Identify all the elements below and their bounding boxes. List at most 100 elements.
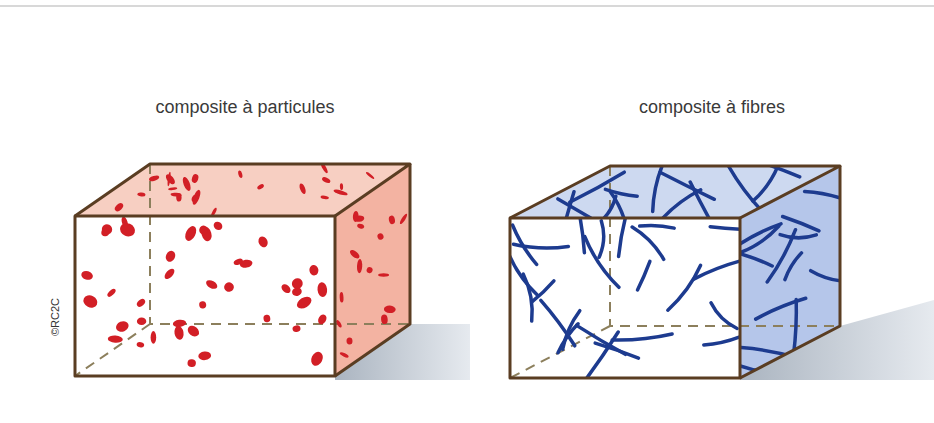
particle: [399, 213, 409, 225]
particle: [233, 257, 244, 266]
fibre: [563, 192, 574, 230]
particle: [137, 192, 146, 197]
fibre-group: [506, 199, 746, 381]
fibre: [597, 196, 616, 225]
particle: [357, 223, 365, 230]
fibre: [704, 337, 739, 345]
particle: [183, 224, 199, 242]
particle: [114, 319, 130, 333]
particle: [106, 287, 117, 298]
particle: [113, 202, 124, 213]
particle: [317, 282, 328, 298]
particle: [308, 264, 319, 276]
particle: [120, 216, 129, 229]
top-rule: [0, 5, 934, 7]
fibres: [506, 158, 860, 381]
fibre: [735, 226, 779, 254]
fibre: [576, 199, 584, 252]
particle: [280, 283, 293, 295]
particle: [168, 187, 177, 191]
fibre: [640, 225, 675, 228]
fibre: [513, 225, 537, 264]
fibre: [605, 189, 637, 196]
watermark: ©RC2C: [49, 298, 61, 336]
particle: [148, 174, 160, 182]
fibre: [612, 334, 672, 340]
fibre: [721, 357, 770, 372]
particle: [186, 324, 202, 339]
particle: [340, 183, 344, 190]
fibre: [783, 217, 819, 231]
particle: [339, 351, 349, 358]
particle: [376, 232, 384, 240]
fibre: [694, 260, 743, 279]
fibre: [570, 172, 625, 202]
fibre: [660, 172, 714, 199]
particle: [135, 297, 146, 308]
particle: [81, 293, 99, 310]
fibre: [711, 303, 737, 329]
particle: [349, 248, 361, 260]
fibre: [541, 300, 575, 346]
particle: [292, 325, 301, 332]
particle: [346, 337, 352, 344]
composite-heading: composite à particules: [151, 96, 338, 118]
fibre: [758, 161, 800, 177]
particle: [198, 351, 212, 361]
particles: [80, 162, 408, 368]
particle: [199, 301, 207, 309]
particle-group: [113, 162, 375, 218]
particle: [151, 331, 157, 344]
cube-front: [510, 218, 740, 378]
fibre: [756, 298, 806, 319]
particle: [80, 270, 94, 282]
particle: [352, 211, 359, 222]
particle: [176, 193, 182, 201]
particle: [136, 341, 145, 348]
particle: [388, 215, 396, 225]
particle: [100, 223, 114, 237]
particle: [101, 228, 109, 236]
particle: [137, 317, 147, 325]
fibre: [805, 191, 861, 206]
particle: [365, 171, 375, 179]
cube-outline: [75, 164, 840, 378]
particle: [212, 220, 224, 232]
fibre: [668, 265, 701, 310]
fibre: [785, 253, 802, 280]
particle: [309, 350, 325, 368]
heading-text: composite à particules: [151, 96, 338, 118]
fibre: [767, 230, 795, 282]
particle: [173, 325, 184, 340]
fibre: [638, 261, 650, 290]
particle: [263, 314, 271, 322]
heading-text: composite à fibres: [635, 96, 789, 118]
particle: [191, 173, 200, 183]
cube-side: [335, 164, 410, 376]
fibre: [599, 221, 604, 257]
particle: [339, 292, 343, 303]
fibre: [780, 235, 816, 238]
particle: [257, 235, 270, 249]
particle: [256, 183, 264, 190]
fibre: [740, 254, 772, 266]
particle: [366, 266, 374, 274]
particle: [163, 267, 176, 281]
particle: [384, 305, 396, 313]
fibre: [632, 227, 664, 259]
particle: [164, 249, 177, 263]
particle: [295, 294, 314, 311]
particle: [108, 335, 123, 343]
particle: [320, 195, 329, 200]
particle: [298, 183, 307, 195]
fibre: [729, 166, 763, 212]
particle: [237, 170, 243, 179]
fibre: [794, 300, 797, 356]
particle: [316, 313, 328, 326]
particle: [205, 278, 219, 290]
particle: [187, 359, 197, 368]
particle: [290, 276, 305, 291]
particle-group: [335, 211, 408, 359]
particle: [381, 314, 389, 324]
